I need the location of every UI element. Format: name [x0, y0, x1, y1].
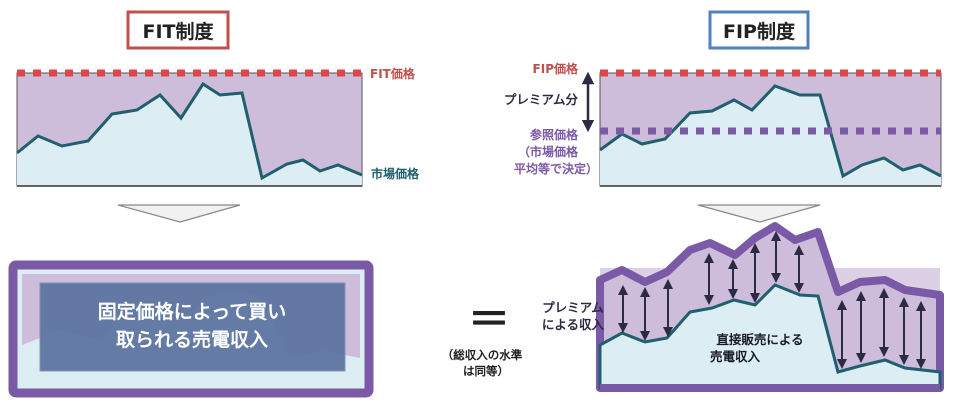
fip-result-bottom-frame [600, 384, 940, 390]
fip-result-market-shape [598, 283, 942, 390]
fip-ref-label-line1: 参照価格 [530, 127, 579, 142]
fit-result-line1: 固定価格によって買い [98, 300, 286, 323]
equal-note-line1: （総収入の水準 [442, 348, 523, 362]
fip-direct-sales-line1: 直接販売による [716, 332, 803, 347]
fit-market-price-line [16, 81, 363, 181]
fip-section: FIP制度 FIP価格 プレミアム分 参照価格 （市場価格 平均等で決定） [504, 10, 944, 392]
fit-market-label: 市場価格 [371, 166, 420, 181]
fit-title: FIT制度 [142, 20, 214, 43]
fip-down-arrow [697, 204, 821, 223]
fip-title-box [708, 10, 810, 50]
fit-market-area [17, 84, 362, 186]
fip-premium-arrows [618, 231, 926, 369]
fip-market-price-line [599, 84, 942, 179]
fip-ref-label-line2: （市場価格 [518, 144, 579, 159]
middle-section: ＝ （総収入の水準 は同等） [442, 295, 523, 378]
fit-result-box [39, 282, 346, 372]
fip-direct-sales-line2: 売電収入 [710, 349, 761, 364]
equals-sign: ＝ [468, 295, 510, 344]
fit-result-line2: 取られる売電収入 [116, 328, 268, 351]
fit-down-arrow [117, 204, 241, 223]
fip-ref-label-line3: 平均等で決定） [514, 161, 598, 176]
fip-price-label: FIP価格 [533, 61, 579, 76]
fip-market-area [600, 86, 941, 186]
fip-premium-income-line2: による収入 [542, 317, 605, 332]
equal-note-line2: は同等） [463, 364, 509, 378]
fit-price-label: FIT価格 [370, 66, 416, 81]
fip-title: FIP制度 [723, 20, 796, 43]
fit-section: FIT制度 FIT価格 市場価格 固定価格によって買い 取られる売電収入 [8, 10, 420, 398]
fip-premium-income-line1: プレミアム [542, 300, 604, 315]
fit-title-box [126, 10, 230, 50]
fip-premium-label: プレミアム分 [504, 92, 579, 107]
